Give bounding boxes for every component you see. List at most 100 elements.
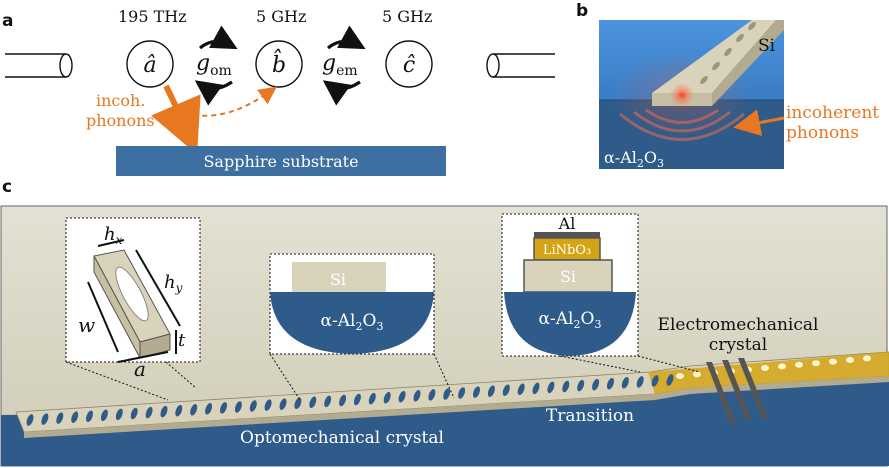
beam-hole	[383, 391, 391, 404]
em-crystal-line1: Electromechanical	[658, 315, 819, 335]
beam-hole	[26, 414, 34, 426]
beam-hole	[607, 377, 614, 390]
beam-hole-em	[829, 358, 837, 365]
a-label: a	[134, 357, 146, 381]
electrodes	[706, 358, 768, 424]
beam-hole	[398, 390, 406, 403]
beam-hole	[294, 397, 302, 410]
beam-hole	[324, 395, 332, 408]
transition-label: Transition	[546, 406, 634, 426]
incoh-phonon-arrow-dashed	[175, 86, 277, 117]
panel-b-illustration	[599, 20, 784, 169]
incoh-label-line1: incoh.	[96, 91, 145, 110]
beam-hole	[220, 402, 227, 414]
beam-hole	[190, 404, 198, 416]
beam-hole	[577, 379, 585, 392]
t-label: t	[178, 330, 186, 351]
beam-hole	[353, 393, 361, 406]
beam-hole	[636, 376, 644, 388]
beam-hole	[249, 400, 257, 412]
beam-hole	[56, 412, 64, 424]
mode-c-circle	[385, 40, 433, 88]
inset2-si-label: Si	[330, 270, 346, 289]
beam-hole	[264, 399, 272, 411]
w-label: w	[78, 313, 95, 337]
beam-hole	[562, 380, 570, 393]
coupling-om-label: gom	[196, 51, 232, 79]
beam-hole	[592, 378, 600, 391]
beam-hole	[71, 411, 79, 423]
beam-hole-em	[676, 373, 684, 379]
inset3-linbo3-label: LiNbO₃	[543, 243, 591, 258]
mode-b-circle	[255, 40, 303, 88]
beam-hole	[443, 388, 451, 400]
beam-hole	[145, 406, 153, 419]
phononic-beam	[15, 351, 889, 438]
freq-b-label: 5 GHz	[256, 7, 306, 26]
panel-label-c: c	[2, 177, 12, 197]
em-crystal-line2: crystal	[709, 335, 767, 355]
beam-hole	[487, 385, 495, 397]
beam-hole	[130, 407, 138, 420]
beam-hole-em	[761, 365, 769, 371]
beam-hole	[621, 377, 629, 389]
beam-hole	[413, 390, 421, 402]
beam-hole-em	[693, 371, 701, 378]
beam-hole	[666, 374, 674, 386]
inset-unit-cell	[65, 217, 201, 401]
freq-c-label: 5 GHz	[382, 7, 432, 26]
panel-b-substrate-label: α-Al2O3	[604, 148, 664, 170]
panel-label-a: a	[2, 11, 13, 31]
coupling-om-arrows-icon	[194, 25, 238, 106]
beam-hole	[517, 383, 525, 396]
freq-a-label: 195 THz	[118, 7, 187, 26]
beam-hole	[339, 394, 347, 407]
inset-em-cross-section	[501, 213, 701, 373]
incoh-label-line2: phonons	[86, 111, 155, 130]
mode-a-circle	[126, 40, 174, 88]
om-crystal-label: Optomechanical crystal	[240, 428, 444, 448]
mode-a-label: â	[143, 53, 156, 78]
fiber-right-icon	[486, 53, 555, 78]
beam-hole	[234, 401, 242, 413]
beam-hole	[368, 392, 376, 405]
inset3-substrate-label: α-Al2O3	[539, 309, 602, 331]
mode-c-label: ĉ	[403, 53, 415, 78]
beam-hole	[309, 396, 317, 409]
beam-hole	[86, 410, 93, 423]
beam-hole-em	[863, 355, 871, 362]
beam-hole	[532, 382, 540, 395]
beam-hole	[205, 403, 213, 415]
beam-hole	[100, 409, 108, 422]
beam-hole	[41, 413, 49, 425]
beam-hole	[279, 398, 287, 410]
inset-om-cross-section	[269, 253, 455, 401]
beam-hole	[458, 387, 466, 399]
mode-b-label: b̂	[272, 49, 286, 78]
sapphire-substrate-bar	[116, 146, 446, 176]
hy-label: hy	[164, 272, 183, 295]
hx-label: hx	[104, 224, 123, 247]
incoh-phonon-arrow-solid	[151, 84, 201, 155]
beam-hole-em	[812, 360, 820, 367]
panel-label-b: b	[576, 1, 588, 21]
beam-hole	[175, 404, 183, 417]
panel-b-incoherent-line1: incoherent	[786, 103, 879, 123]
coupling-em-label: gem	[322, 51, 358, 79]
inset3-si-label: Si	[560, 267, 576, 286]
fiber-left-icon	[5, 53, 73, 78]
beam-hole	[160, 405, 168, 418]
beam-hole-em	[846, 357, 854, 363]
beam-hole	[115, 408, 123, 421]
coupling-em-arrows-icon	[322, 25, 366, 106]
beam-hole	[502, 384, 510, 396]
beam-hole	[473, 386, 480, 398]
panel-b-phonon-arrow	[733, 109, 785, 136]
inset2-substrate-label: α-Al2O3	[321, 311, 384, 333]
beam-hole-em	[795, 361, 803, 368]
beam-hole	[651, 375, 659, 387]
panel-b-si-label: Si	[758, 36, 776, 56]
beam-hole-em	[778, 363, 786, 370]
beam-hole	[547, 381, 555, 394]
